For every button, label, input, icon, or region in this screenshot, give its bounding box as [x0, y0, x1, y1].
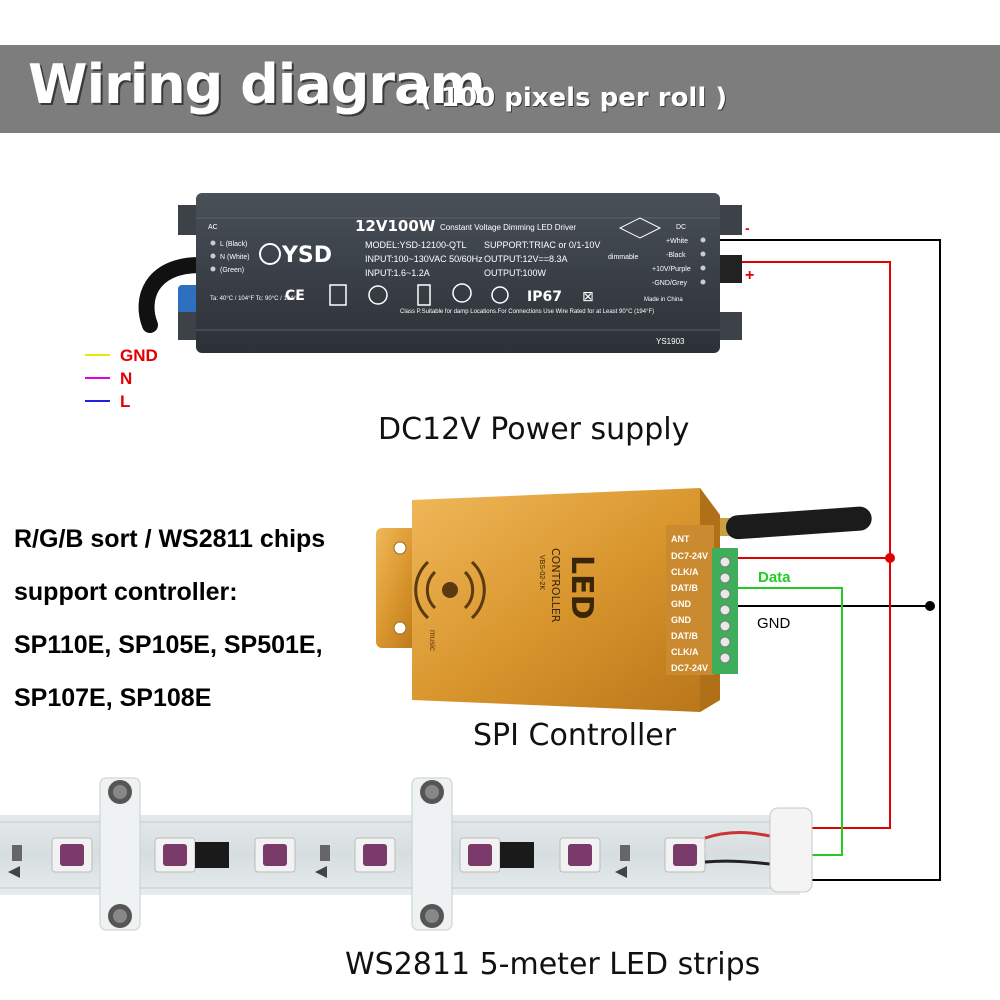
controller-flange: [376, 528, 422, 648]
wire-green-data: [735, 587, 843, 856]
diagram-title: Wiring diagram: [28, 53, 486, 116]
direction-arrows: [8, 866, 627, 878]
psu-output-power: OUTPUT:100W: [484, 268, 547, 278]
ac-cable: [138, 257, 208, 333]
dc-minus-label: -: [745, 220, 750, 236]
ws2811-chip-1: [195, 842, 229, 868]
ac-input-legend: GND N L: [85, 346, 158, 411]
terminal-ant: ANT: [671, 534, 690, 544]
psu-support-line: SUPPORT:TRIAC or 0/1-10V: [484, 240, 600, 250]
power-supply-caption: DC12V Power supply: [378, 412, 690, 447]
ac-l-label: L: [120, 392, 130, 411]
cert-icon-2: [368, 285, 388, 305]
support-line-2: support controller:: [14, 578, 238, 606]
wireless-icon: [414, 560, 486, 620]
psu-model-title: 12V100W: [355, 217, 436, 235]
controller-caption: SPI Controller: [473, 718, 677, 753]
psu-made-in: Made in China: [644, 297, 683, 303]
strip-caption: WS2811 5-meter LED strips: [345, 947, 761, 982]
psu-temp-note: Ta: 40°C / 104°F Tc: 90°C / 194°F: [210, 296, 300, 302]
controller-subtitle: CONTROLLER: [549, 548, 562, 623]
psu-dc-1: +White: [666, 238, 688, 245]
psu-brand: YSD: [281, 243, 332, 268]
terminal-clk-bottom: CLK/A: [671, 647, 699, 657]
mounting-clip-1: [99, 777, 141, 931]
controller-body: [412, 488, 720, 712]
terminal-label-panel: [666, 525, 714, 675]
psu-dc-2: -Black: [666, 252, 686, 259]
ce-mark-icon: CE: [285, 288, 305, 304]
strip-leds: [51, 837, 706, 873]
psu-class-note: Class P.Suitable for damp Locations.For …: [400, 309, 654, 315]
led-strip: [0, 777, 813, 931]
strip-lead-wires: [704, 831, 771, 866]
dimming-icon: [618, 217, 662, 239]
gnd-wire-label: GND: [757, 615, 791, 632]
power-supply: 12V100W Constant Voltage Dimming LED Dri…: [138, 193, 754, 353]
psu-ac-g: (Green): [220, 267, 244, 274]
ac-gnd-label: GND: [120, 346, 158, 365]
psu-input-current: INPUT:1.6~1.2A: [365, 268, 430, 278]
title-banner: Wiring diagram ( 100 pixels per roll ): [0, 45, 1000, 133]
ws2811-chip-2: [500, 842, 534, 868]
terminal-gnd-1: GND: [671, 599, 692, 609]
psu-ac-label: AC: [208, 224, 218, 231]
spi-controller: music LED CONTROLLER VBS-02-2K ANT DC7-2…: [376, 488, 872, 712]
support-line-4: SP107E, SP108E: [14, 684, 212, 712]
psu-dc-label: DC: [676, 224, 686, 231]
controller-music-label: music: [428, 630, 437, 651]
terminal-dat-top: DAT/B: [671, 583, 698, 593]
terminal-screws: [719, 556, 731, 664]
data-wire-label: Data: [758, 569, 791, 586]
brand-logo-icon: [259, 243, 281, 265]
controller-model: VBS-02-2K: [538, 555, 545, 590]
psu-output-voltage: OUTPUT:12V==8.3A: [484, 254, 568, 264]
mounting-clip-2: [411, 777, 453, 931]
support-line-3: SP110E, SP105E, SP501E,: [14, 631, 323, 659]
cert-icon-4: [491, 286, 509, 304]
psu-model-line: MODEL:YSD-12100-QTL: [365, 240, 467, 250]
cert-icon-1: [329, 284, 347, 306]
terminal-dc-top: DC7-24V: [671, 551, 708, 561]
weee-icon: ⊠: [582, 289, 594, 305]
psu-input-line: INPUT:100~130VAC 50/60Hz: [365, 254, 483, 264]
support-line-1: R/G/B sort / WS2811 chips: [14, 525, 326, 553]
wire-red-positive: [720, 261, 891, 829]
junction-positive: [885, 553, 895, 563]
psu-dc-4: -GND/Grey: [652, 280, 688, 287]
junction-gnd: [925, 601, 935, 611]
controller-led-title: LED: [564, 555, 599, 620]
dc-plus-label: +: [745, 267, 754, 284]
cert-icon-3: [417, 284, 431, 306]
wire-black-gnd: [720, 239, 941, 881]
psu-serial: YS1903: [656, 337, 685, 346]
psu-dc-3: +10V/Purple: [652, 266, 691, 273]
psu-dimmable: dimmable: [608, 254, 638, 261]
psu-ac-l: L (Black): [220, 241, 247, 248]
psu-model-desc: Constant Voltage Dimming LED Driver: [440, 223, 576, 232]
antenna: [725, 506, 872, 540]
terminal-gnd-2: GND: [671, 615, 692, 625]
strip-connector: [769, 807, 813, 893]
ul-cert-icon: [452, 283, 472, 303]
psu-body: [196, 193, 720, 353]
diagram-subtitle: ( 100 pixels per roll ): [420, 83, 728, 113]
psu-ip-rating: IP67: [527, 289, 562, 305]
psu-ac-n: N (White): [220, 254, 250, 261]
terminal-dc-bottom: DC7-24V: [671, 663, 708, 673]
ac-n-label: N: [120, 369, 132, 388]
terminal-dat-bottom: DAT/B: [671, 631, 698, 641]
terminal-clk-top: CLK/A: [671, 567, 699, 577]
